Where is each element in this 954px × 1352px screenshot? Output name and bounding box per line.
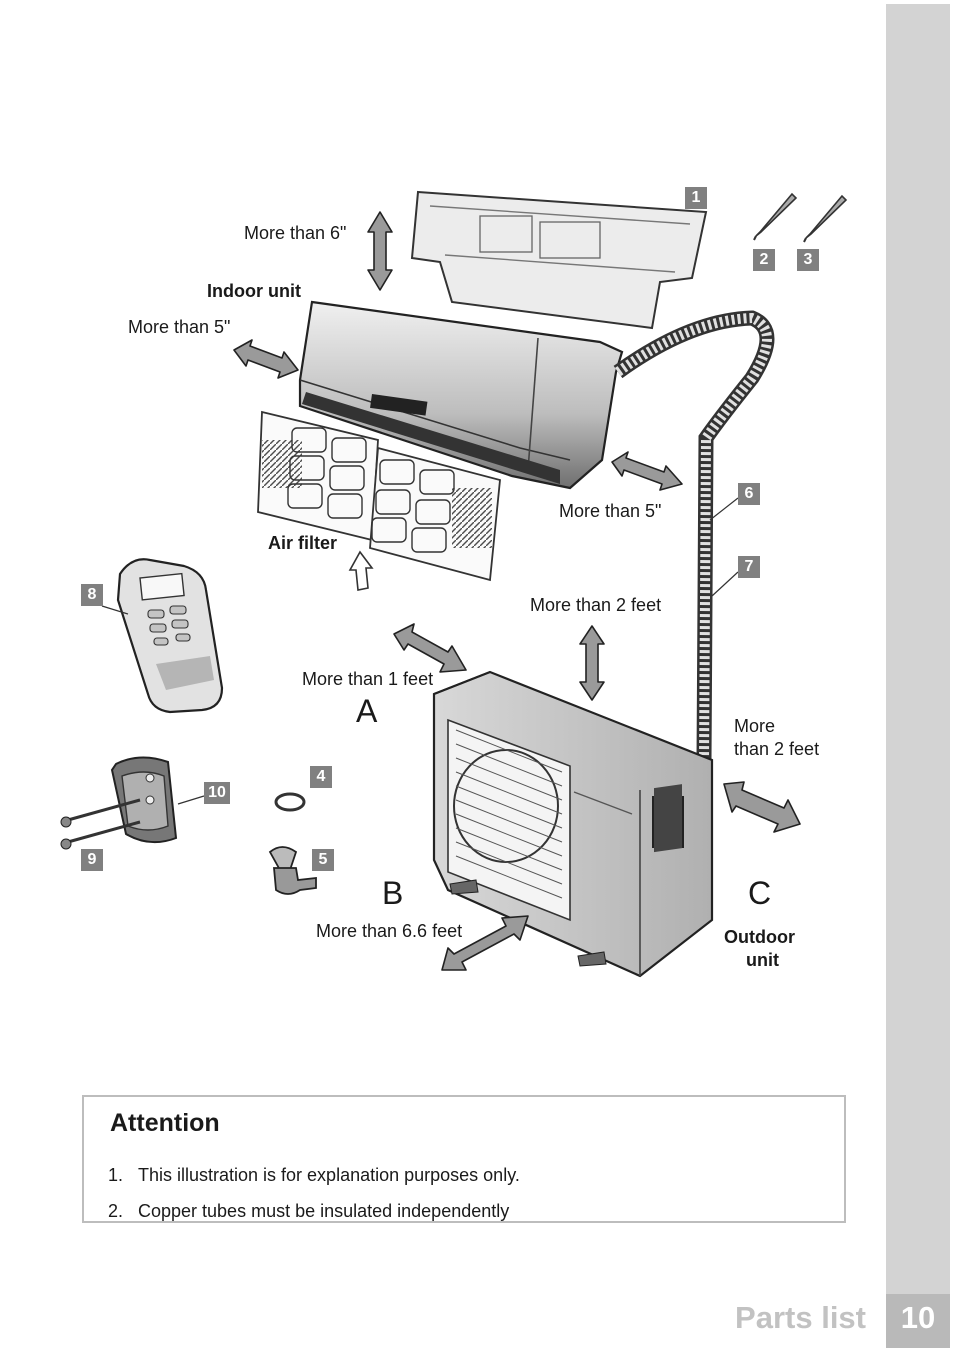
clearance-arrow-icon: [367, 211, 393, 291]
screw-icon: [803, 194, 848, 243]
attention-title: Attention: [110, 1109, 220, 1137]
part-badge-6: 6: [738, 483, 760, 505]
label-outdoor-line1: Outdoor: [724, 927, 795, 947]
page-number: 10: [900, 1300, 936, 1335]
label-more-than-6in: More than 6": [244, 223, 347, 243]
page-number-box: [886, 1294, 950, 1348]
part-badge-1: 1: [685, 187, 707, 209]
mounting-plate-icon: [410, 190, 708, 330]
list-item-text: Copper tubes must be insulated independe…: [138, 1201, 510, 1221]
label-more-than-5in-left: More than 5": [128, 317, 231, 337]
clearance-arrow-icon: [723, 781, 801, 833]
attention-list: 1. This illustration is for explanation p…: [108, 1157, 520, 1229]
clearance-arrow-icon: [393, 623, 467, 673]
part-badge-5: 5: [312, 849, 334, 871]
attention-box: Attention 1. This illustration is for exp…: [82, 1095, 846, 1223]
label-indoor-unit: Indoor unit: [207, 281, 301, 301]
leader-line: [101, 605, 129, 615]
remote-control-icon: [116, 558, 224, 714]
part-badge-9: 9: [81, 849, 103, 871]
part-badge-7: 7: [738, 556, 760, 578]
indoor-unit-icon: [298, 300, 624, 490]
screw-icon: [753, 192, 798, 241]
label-more-than-6-6ft: More than 6.6 feet: [316, 921, 463, 941]
part-badge-8: 8: [81, 584, 103, 606]
label-more-line2: than 2 feet: [734, 739, 820, 759]
list-item: 1. This illustration is for explanation p…: [108, 1157, 520, 1193]
label-letter-c: C: [748, 875, 772, 911]
side-strip: [886, 4, 950, 1348]
drain-elbow-icon: [268, 846, 317, 895]
section-title: Parts list: [735, 1300, 866, 1335]
clearance-arrow-icon: [579, 625, 605, 701]
label-letter-b: B: [382, 875, 404, 911]
clearance-arrow-icon: [441, 915, 529, 971]
pipe-insulation-icon: [615, 312, 772, 901]
clearance-arrow-icon: [611, 451, 683, 491]
label-letter-a: A: [356, 693, 378, 729]
part-badge-2: 2: [753, 249, 775, 271]
arrow-up-icon: [348, 550, 374, 591]
label-more-than-2ft-top: More than 2 feet: [530, 595, 662, 615]
label-more-than-1ft: More than 1 feet: [302, 669, 434, 689]
part-badge-3: 3: [797, 249, 819, 271]
list-item: 2. Copper tubes must be insulated indepen…: [108, 1193, 520, 1229]
screw-icon: [60, 798, 141, 850]
label-more-than-5in-right: More than 5": [559, 501, 662, 521]
air-filter-icon: [257, 410, 501, 582]
leader-line: [709, 497, 739, 521]
label-air-filter: Air filter: [268, 533, 338, 553]
leader-line: [177, 795, 205, 805]
outdoor-unit-icon: [432, 670, 714, 978]
list-item-number: 1.: [108, 1165, 124, 1185]
label-outdoor-line2: unit: [746, 950, 779, 970]
remote-holder-icon: [110, 756, 178, 844]
clearance-arrow-icon: [233, 339, 299, 379]
list-item-number: 2.: [108, 1201, 124, 1221]
label-more-line1: More: [734, 716, 776, 736]
part-badge-10: 10: [204, 782, 230, 804]
seal-ring-icon: [274, 792, 306, 812]
leader-line: [711, 571, 739, 597]
part-badge-4: 4: [310, 766, 332, 788]
list-item-text: This illustration is for explanation pur…: [138, 1165, 520, 1185]
